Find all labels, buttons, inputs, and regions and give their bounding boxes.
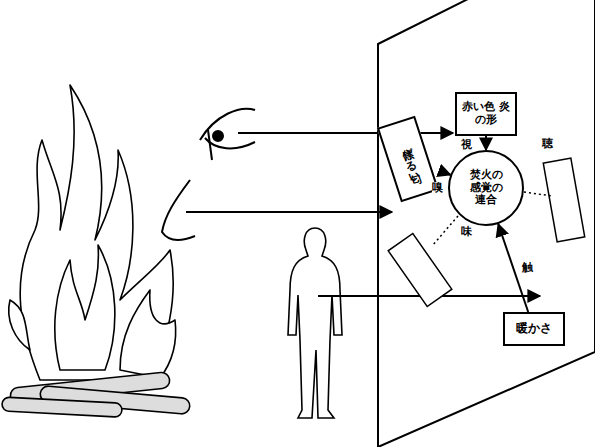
sense-label: 味 — [461, 226, 472, 237]
sense-label: 触 — [522, 262, 533, 273]
connector-arrow — [439, 171, 450, 175]
eye-symbol — [200, 109, 255, 160]
dotted-link — [432, 216, 458, 246]
node-text: 暖かさ — [516, 322, 552, 336]
sense-label: 視 — [461, 139, 472, 150]
node-text: 焚火の感覚の連合 — [467, 169, 505, 207]
human-figure — [288, 228, 342, 418]
warmth-box: 暖かさ — [503, 312, 565, 346]
sense-label: 聴 — [542, 138, 553, 149]
smell-arrow — [186, 211, 392, 213]
sight-box: 赤い色 炎の形 — [455, 92, 517, 136]
empty-sense-box — [388, 234, 452, 307]
bonfire — [2, 85, 191, 417]
empty-sense-box — [543, 158, 584, 242]
nose-symbol — [162, 180, 195, 240]
projection-panel — [378, 0, 595, 447]
sense-label: 嗅 — [432, 182, 443, 193]
node-text: 赤い色 炎の形 — [459, 101, 513, 126]
association-circle: 焚火の感覚の連合 — [448, 150, 524, 226]
dotted-link — [524, 192, 552, 196]
connector-arrow — [485, 136, 487, 150]
node-text: 焦げる匂い — [396, 139, 420, 180]
